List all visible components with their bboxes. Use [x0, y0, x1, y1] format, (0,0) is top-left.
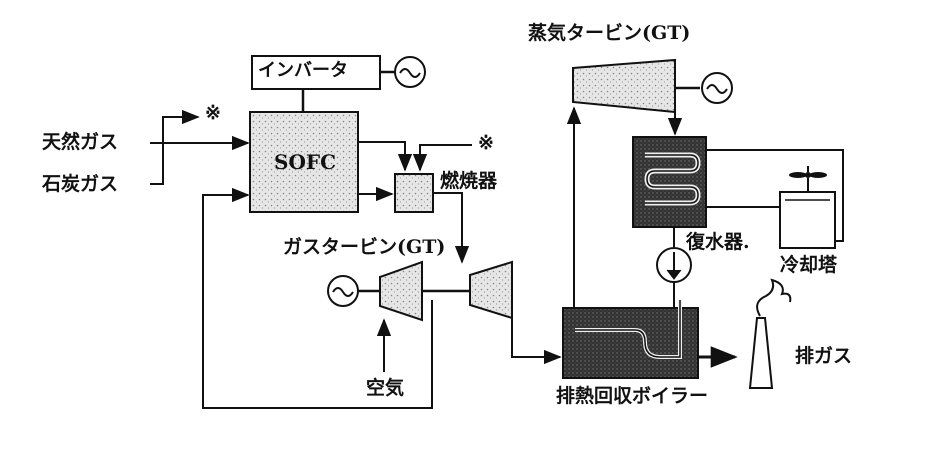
pump-icon	[656, 247, 692, 283]
gt-generator-icon	[327, 275, 359, 307]
inverter-generator-icon	[394, 56, 426, 88]
condenser-label: 復水器.	[686, 231, 750, 253]
chimney-icon	[748, 278, 792, 389]
combustor-label: 燃焼器	[440, 170, 498, 192]
condenser-box	[632, 136, 707, 228]
natural-gas-label: 天然ガス	[42, 131, 119, 153]
fan-icon	[789, 166, 827, 178]
hrsg-label: 排熱回収ボイラー	[556, 385, 709, 407]
note-mark-2: ※	[478, 132, 494, 154]
gas-turbine-label: ガスタービン(GT)	[283, 236, 446, 258]
steam-turbine	[572, 58, 676, 114]
gas-turbine	[469, 260, 513, 320]
note-mark-1: ※	[205, 102, 221, 124]
st-generator-icon	[701, 72, 733, 104]
hrsg-box	[562, 307, 699, 379]
sofc-box	[249, 111, 359, 213]
inverter-box	[251, 55, 381, 90]
steam-turbine-label: 蒸気タービン(GT)	[528, 22, 691, 44]
gas-compressor	[379, 260, 423, 322]
air-label: 空気	[366, 377, 405, 399]
sofc-label: SOFC	[274, 150, 336, 174]
coal-gas-label: 石炭ガス	[42, 173, 119, 195]
inverter-label: インバータ	[258, 60, 348, 81]
combustor-box	[394, 173, 434, 213]
cooling-tower-box	[779, 191, 836, 249]
exhaust-gas-label: 排ガス	[795, 345, 853, 367]
cooling-tower-label: 冷却塔	[780, 254, 838, 276]
